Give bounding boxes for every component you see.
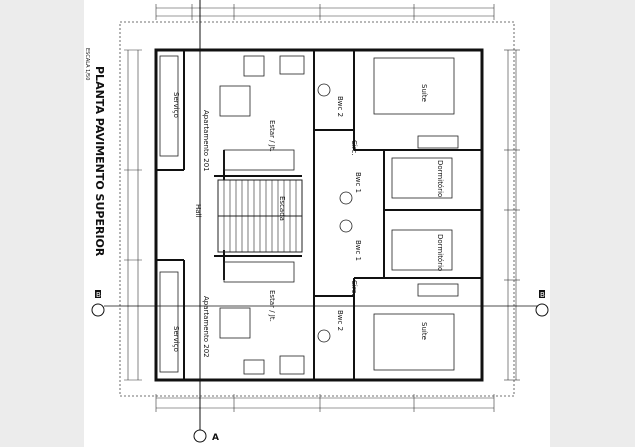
room-escada: Escada (278, 196, 286, 221)
drawing-border (119, 21, 515, 397)
room-servico-top: Serviço (172, 92, 180, 118)
room-suite-bottom: Suíte (420, 322, 428, 340)
room-dorm-bottom: Dormitório (436, 234, 444, 271)
left-margin (0, 0, 84, 447)
room-circ-bottom: Circ. (350, 280, 358, 296)
room-sala-bottom: Estar / Jt. (268, 290, 276, 322)
room-servico-bottom: Serviço (172, 326, 180, 352)
room-hall: Hall (194, 204, 202, 217)
interior-walls (156, 50, 482, 380)
room-circ-top: Circ. (350, 140, 358, 156)
section-marker-a: A (193, 429, 219, 443)
room-bwc2-top: Bwc 2 (336, 96, 344, 117)
outer-walls (154, 48, 484, 382)
room-bwc1-top: Bwc 1 (354, 172, 362, 193)
room-bwc1-bottom: Bwc 1 (354, 240, 362, 261)
drawing-sheet: Apartamento 201 Apartamento 202 Estar / … (84, 0, 550, 447)
apartment-label-bottom: Apartamento 202 (202, 296, 210, 358)
floor-plan-drawing: Apartamento 201 Apartamento 202 Estar / … (84, 0, 549, 443)
section-marker-b-right: B (535, 290, 549, 317)
right-margin (550, 0, 635, 447)
svg-text:B: B (96, 291, 101, 299)
stair-treads (217, 179, 303, 253)
room-dorm-top: Dormitório (436, 160, 444, 197)
svg-text:A: A (212, 433, 219, 443)
room-sala-top: Estar / Jt. (268, 120, 276, 152)
drawing-scale: ESCALA 1/50 (84, 48, 90, 80)
svg-text:B: B (540, 291, 545, 299)
apartment-label-top: Apartamento 201 (202, 110, 210, 172)
drawing-title: PLANTA PAVIMENTO SUPERIOR (93, 66, 106, 257)
section-marker-b-left: B (91, 290, 105, 317)
furniture (159, 55, 459, 375)
dimension-lines (124, 4, 520, 412)
room-bwc2-bottom: Bwc 2 (336, 310, 344, 331)
room-suite-top: Suíte (420, 84, 428, 102)
